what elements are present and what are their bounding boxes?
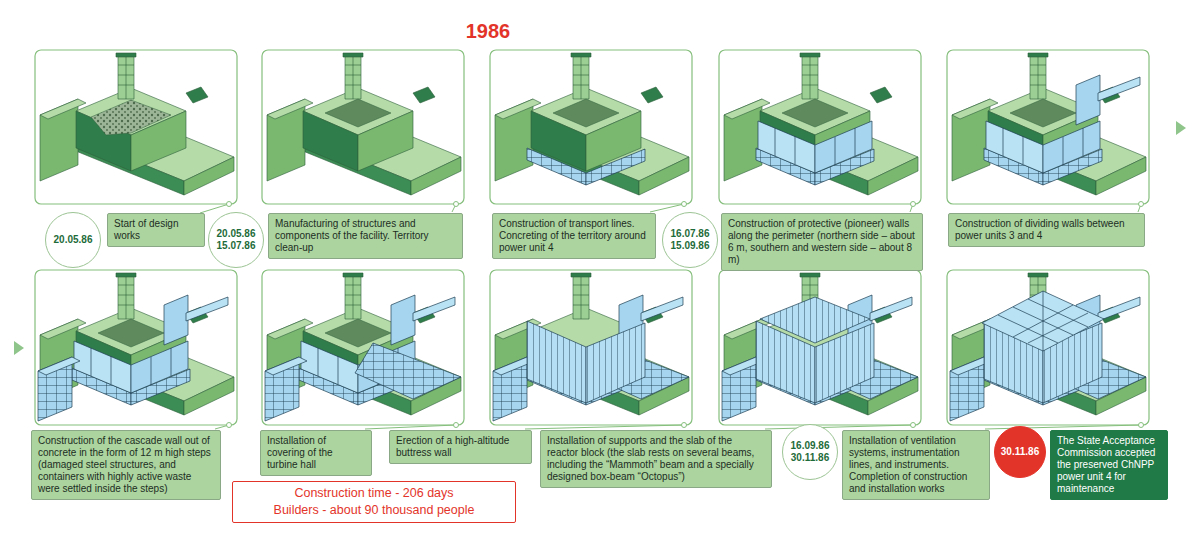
node-text: Construction of transport lines. Concret… [499,218,649,254]
circle-text: 20.05.86 [54,234,93,246]
date-circle: 16.07.86 15.09.86 [662,212,718,268]
node-text: Installation of covering of the turbine … [267,435,365,471]
final-date-circle: 30.11.86 [994,426,1046,478]
step-box: Installation of covering of the turbine … [260,430,372,476]
circle-text: 16.09.86 30.11.86 [785,440,835,464]
circle-text: 20.05.86 15.07.86 [211,228,261,252]
step-box: Construction of protective (pioneer) wal… [721,213,923,271]
leader-line [200,202,1144,430]
date-circle: 20.05.86 [45,212,101,268]
node-text: 30.11.86 [1001,446,1039,458]
step-box: Construction of transport lines. Concret… [492,213,656,259]
node-text: Construction of the cascade wall out of … [38,435,214,495]
node-text: Erection of a high-altitude buttress wal… [396,435,525,459]
flow-arrow [14,341,24,355]
node-text: Construction time - 206 days [239,485,509,502]
flow-arrow [1176,121,1186,135]
node-text: Construction of dividing walls between p… [955,218,1138,242]
stage-drawing [493,273,689,421]
step-box: Construction of dividing walls between p… [948,213,1145,247]
date-circle: 20.05.86 15.07.86 [208,212,264,268]
node-text: Manufacturing of structures and componen… [275,218,456,254]
node-text: 16.09.86 30.11.86 [785,440,835,464]
title: 1986 [0,20,976,43]
node-text: The State Acceptance Commission accepted… [1057,435,1161,495]
result-box: The State Acceptance Commission accepted… [1050,430,1168,500]
step-box: Construction of the cascade wall out of … [31,430,221,500]
panel-frame [35,50,1149,425]
stage-drawing [950,273,1146,421]
stage-drawing [265,273,461,421]
step-box: Erection of a high-altitude buttress wal… [389,430,532,464]
step-box: Start of design works [107,213,205,247]
stage-drawing [495,53,689,195]
node-text: Builders - about 90 thousand people [239,502,509,519]
stage-drawing [38,273,234,421]
stage-drawing [722,273,918,421]
node-text: Start of design works [114,218,198,242]
node-text: 20.05.86 [54,234,93,246]
stage-drawing [724,53,918,195]
node-text: Construction of protective (pioneer) wal… [728,218,916,266]
step-box: Installation of supports and the slab of… [540,430,772,488]
circle-text: 30.11.86 [1001,446,1039,458]
date-circle: 16.09.86 30.11.86 [782,424,838,480]
node-text: 16.07.86 15.09.86 [665,228,715,252]
stage-drawing [267,53,461,195]
stage-drawing [40,53,234,195]
summary-box: Construction time - 206 daysBuilders - a… [232,481,516,523]
stage-drawing [952,53,1146,195]
node-text: Installation of ventilation systems, ins… [849,435,983,495]
step-box: Manufacturing of structures and componen… [268,213,463,259]
node-text: 20.05.86 15.07.86 [211,228,261,252]
circle-text: 16.07.86 15.09.86 [665,228,715,252]
node-text: Installation of supports and the slab of… [547,435,765,483]
step-box: Installation of ventilation systems, ins… [842,430,990,500]
